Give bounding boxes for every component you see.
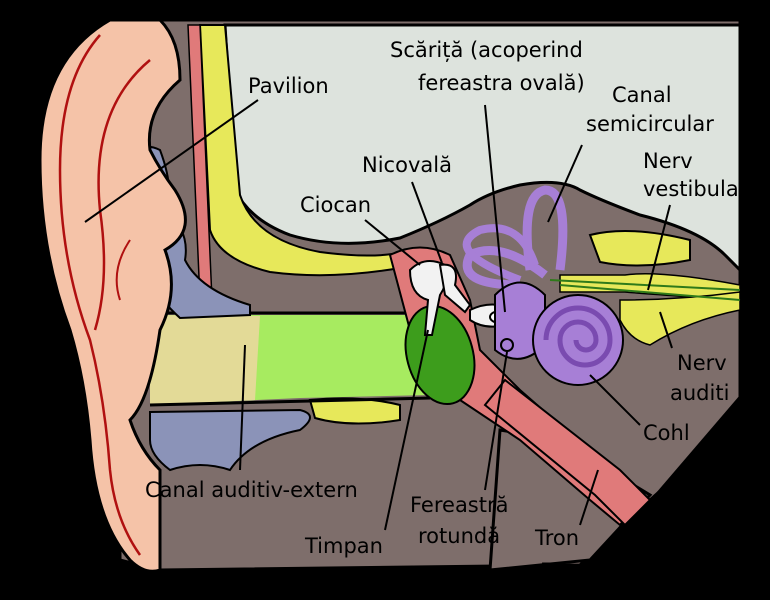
cochlea [532, 294, 624, 386]
canal-shading [150, 315, 260, 405]
label-trompa-line1: Tron [534, 526, 579, 550]
incus [438, 263, 472, 314]
cranial-cavity [223, 23, 742, 274]
canal-bottom-line [149, 396, 431, 407]
label-ciocan: Ciocan [300, 193, 371, 217]
auditory-nerve [619, 291, 741, 346]
semicircular-canal-3 [462, 224, 539, 284]
label-fereastra-line1: Fereastră [410, 493, 509, 517]
pinna-fold-inner [93, 59, 151, 331]
yellow-patch-lower [308, 397, 401, 425]
label-fereastra-line2: rotundă [418, 524, 500, 548]
label-pavilion: Pavilion [248, 74, 329, 98]
label-trompa-line2: E [540, 559, 553, 583]
nerve-lines [549, 279, 741, 301]
labyrinth [462, 185, 568, 290]
label-nerv-vestibular-line2: vestibula [643, 177, 739, 201]
leader-lines [84, 99, 673, 531]
label-cohlee: Cohl [643, 421, 690, 445]
cartilage-lower [149, 408, 311, 472]
label-scarita-line1: Scăriță (acoperind [390, 38, 583, 62]
pinna-fold-2 [115, 239, 131, 301]
label-nerv-vestibular-line1: Nerv [643, 149, 693, 173]
label-nicovala: Nicovală [362, 153, 452, 177]
semicircular-canal-1 [522, 185, 568, 271]
label-timpan: Timpan [304, 534, 383, 558]
label-nerv-auditiv-line1: Nerv [677, 351, 727, 375]
label-canal-semicircular-line1: Canal [612, 83, 672, 107]
label-nerv-auditiv-line2: auditi [670, 381, 729, 405]
pinna [38, 18, 187, 573]
label-scarita-line2: fereastra ovală) [418, 71, 585, 95]
bottom-right-mask [560, 360, 770, 600]
eustachian-tube [483, 378, 652, 527]
label-canal-auditiv-extern: Canal auditiv-extern [145, 478, 358, 502]
round-window [500, 338, 514, 352]
yellow-patch-right [588, 230, 691, 267]
pinna-fold-outer [58, 34, 142, 556]
label-canal-semicircular-line2: semicircular [586, 112, 714, 136]
